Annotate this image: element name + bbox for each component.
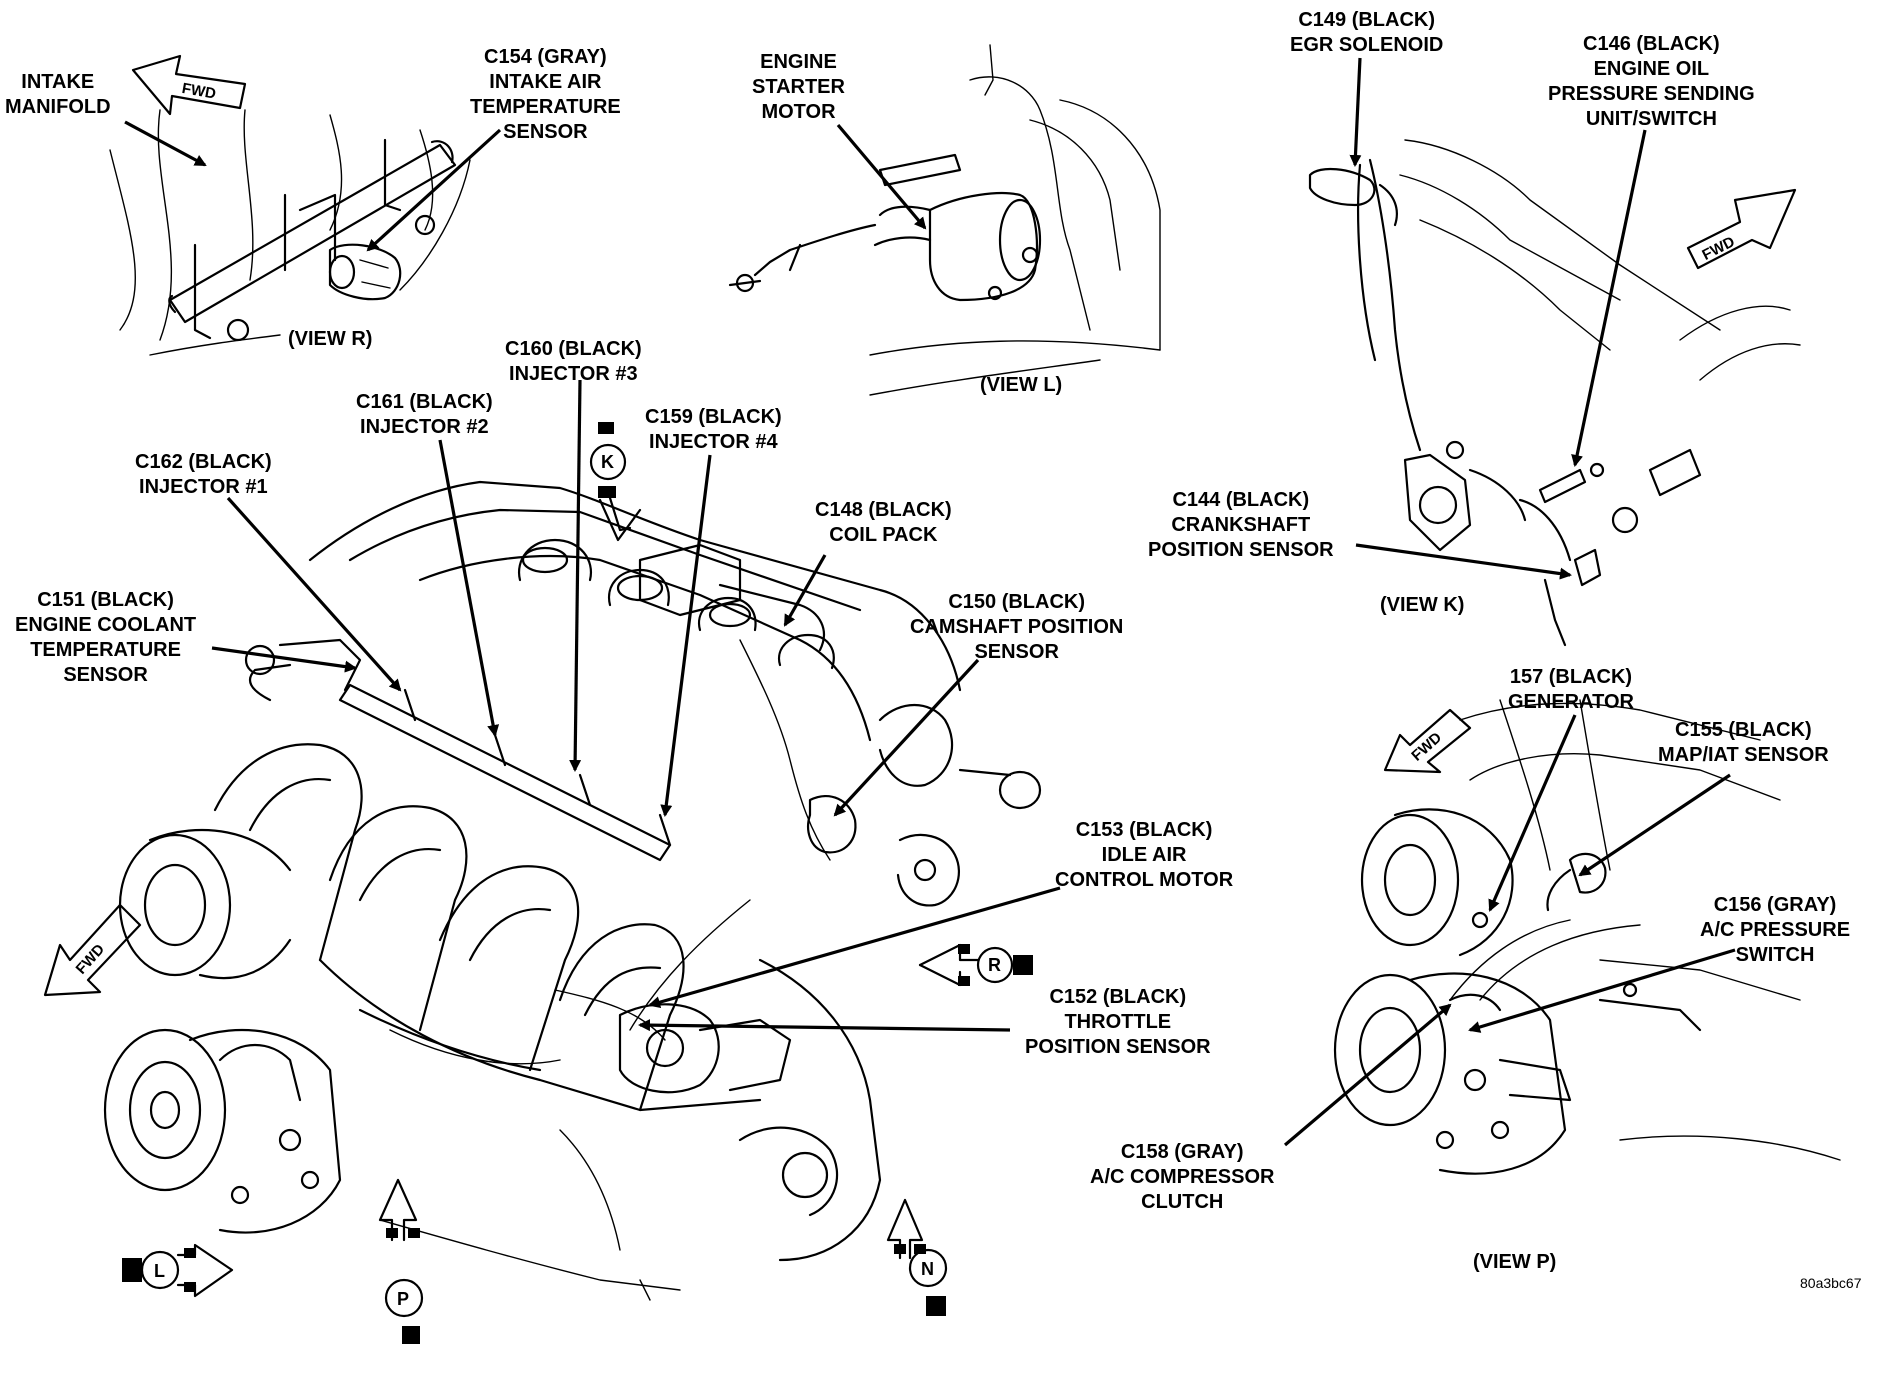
fwd-arrow-main: FWD: [43, 903, 142, 997]
leader-c150: [833, 658, 980, 817]
leader-c152: [638, 1019, 1011, 1032]
label-c148-coil-pack: C148 (BLACK)COIL PACK: [815, 499, 952, 546]
label-c162-injector-1: C162 (BLACK)INJECTOR #1: [135, 451, 272, 498]
leader-c162: [226, 496, 402, 692]
view-letter-n: N: [921, 1259, 934, 1279]
label-c155-map-iat-sensor: C155 (BLACK)MAP/IAT SENSOR: [1658, 719, 1829, 766]
label-157-generator: 157 (BLACK)GENERATOR: [1508, 666, 1634, 713]
leader-intake-manifold: [124, 120, 207, 167]
leader-lines: [124, 57, 1736, 1147]
view-indicator-r: R: [918, 943, 1033, 987]
leader-c160: [569, 379, 582, 772]
leader-c151: [211, 646, 357, 673]
main-engine-illustration: [103, 480, 1042, 1301]
view-indicator-n: N: [886, 1198, 948, 1316]
leader-starter: [836, 123, 927, 230]
leader-c153: [648, 886, 1061, 1009]
fwd-arrow-view-k: FWD: [1686, 188, 1797, 270]
view-letter-r: R: [988, 955, 1001, 975]
label-view-k: (VIEW K): [1380, 594, 1465, 616]
fwd-arrow-view-r: FWD: [131, 54, 247, 116]
fwd-text-r: FWD: [181, 80, 218, 103]
leader-c156: [1468, 948, 1736, 1033]
view-indicator-p: P: [378, 1178, 424, 1344]
label-c160-injector-3: C160 (BLACK)INJECTOR #3: [505, 338, 642, 385]
leader-c144: [1355, 543, 1572, 580]
label-view-l: (VIEW L): [980, 374, 1063, 396]
leader-c159: [660, 454, 712, 817]
leader-c146: [1571, 129, 1647, 467]
view-letter-k: K: [601, 452, 614, 472]
leader-c158: [1283, 1003, 1452, 1147]
leader-c155: [1578, 773, 1731, 877]
figure-code: 80a3bc67: [1800, 1275, 1862, 1291]
label-view-p: (VIEW P): [1473, 1251, 1557, 1273]
view-p-illustration: [1333, 699, 1841, 1175]
view-k-illustration: [1308, 139, 1801, 647]
label-c161-injector-2: C161 (BLACK)INJECTOR #2: [356, 391, 493, 438]
fwd-arrow-view-p: FWD: [1383, 708, 1472, 774]
label-view-r: (VIEW R): [288, 328, 373, 350]
view-r-illustration: [109, 109, 471, 356]
leader-c157: [1488, 714, 1577, 912]
leader-c161: [438, 439, 500, 737]
label-c149-egr-solenoid: C149 (BLACK)EGR SOLENOID: [1290, 9, 1444, 56]
leader-c148: [783, 554, 827, 627]
view-l-illustration: [728, 44, 1161, 396]
label-c159-injector-4: C159 (BLACK)INJECTOR #4: [645, 406, 782, 453]
fwd-text-k: FWD: [1699, 233, 1737, 264]
view-letter-l: L: [154, 1261, 165, 1281]
fwd-text-p: FWD: [1408, 729, 1445, 765]
leader-c154: [366, 128, 502, 252]
view-letter-p: P: [397, 1289, 409, 1309]
leader-c149: [1349, 57, 1362, 167]
view-indicator-l: L: [122, 1243, 234, 1298]
view-indicator-k: K: [589, 422, 642, 542]
fwd-text-main: FWD: [73, 941, 109, 978]
